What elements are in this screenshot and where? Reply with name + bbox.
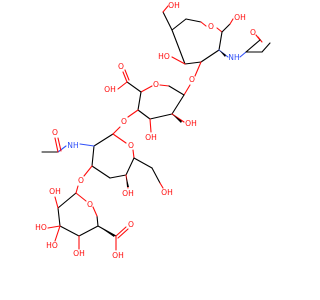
label-oh-r4a: OH [49,187,61,196]
label-oh-cooh1: OH [104,85,116,94]
ring-c-bonds [41,133,164,194]
ring-d-bonds [47,192,129,251]
label-o-acetyl1: O [250,28,256,37]
label-oh-c2b: OH [185,119,197,128]
label-o-ring3: O [128,141,134,150]
label-nh-1: NH [228,53,239,62]
label-oh-c4c: OH [122,189,134,198]
label-o-cooh1a: O [118,62,124,71]
label-nh-2: NH [67,141,78,150]
label-o-ring2: O [153,80,159,89]
label-ho-r4c: HO [46,241,58,250]
label-ho-c4: HO [158,52,170,61]
label-o-link1: O [189,75,195,84]
stereo-bonds [98,50,226,237]
structure-diagram: OH O OH HO NH O O O OH O O OH OH O O NH … [35,1,271,260]
label-oh-r4d: OH [73,249,85,258]
label-oh-ch2: OH [161,188,173,197]
label-o-acetyl2: O [52,128,58,137]
label-o-link2: O [121,117,127,126]
label-o-ring1: O [208,22,214,31]
label-o-link3: O [78,176,84,185]
molecule-drawing: OH O OH HO NH O O O OH O O OH OH O O NH … [35,1,271,260]
atom-labels: OH O OH HO NH O O O OH O O OH OH O O NH … [35,1,256,260]
label-o-ring4: O [87,200,93,209]
ring-b-bonds [112,69,185,135]
label-o-cooh2a: O [128,220,134,229]
label-oh-anomeric: OH [234,13,246,22]
label-ho-r4b: HO [35,223,47,232]
label-oh-top: OH [168,1,180,10]
label-oh-c3b: OH [145,133,157,142]
ring-a-bonds [162,5,271,96]
label-oh-cooh2: OH [112,251,124,260]
